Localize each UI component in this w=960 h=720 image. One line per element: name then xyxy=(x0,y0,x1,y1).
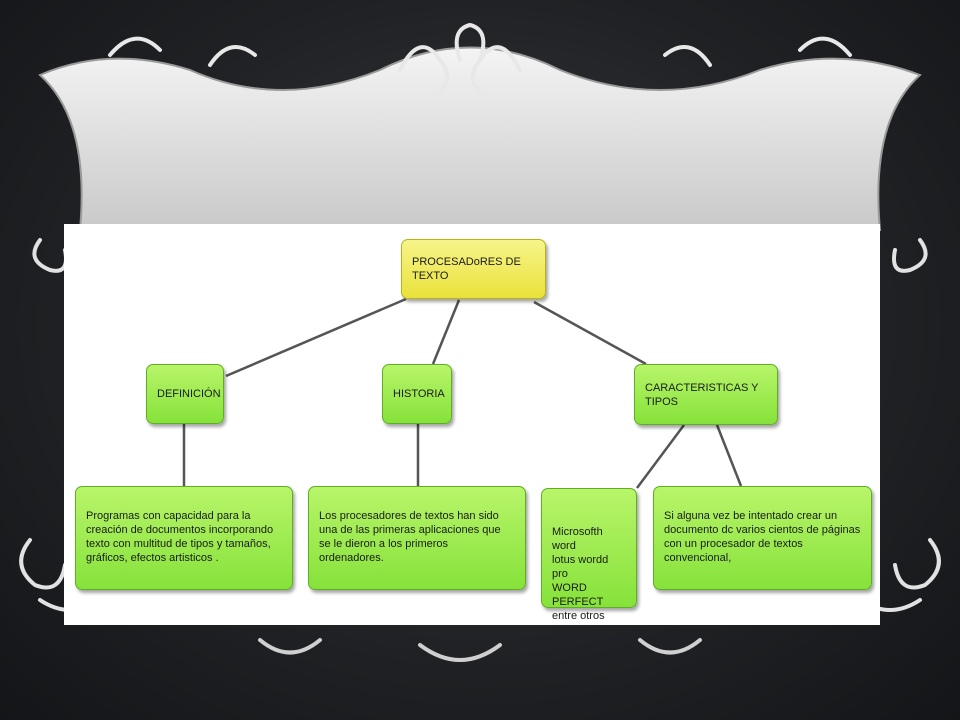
bottom-ornament xyxy=(258,638,702,662)
category-historia: HISTORIA xyxy=(382,364,452,424)
top-ornament xyxy=(108,22,852,92)
detail-definicion: Programas con capacidad para la creación… xyxy=(75,486,293,590)
detail-text: Si alguna vez be intentado crear un docu… xyxy=(664,510,861,564)
category-definicion: DEFINICIÓN xyxy=(146,364,224,424)
connector-caracteristicas-note xyxy=(715,424,743,487)
detail-text: Los procesadores de textos han sido una … xyxy=(319,510,501,564)
connector-root-historia xyxy=(431,299,461,365)
detail-historia: Los procesadores de textos han sido una … xyxy=(308,486,526,590)
detail-text: Programas con capacidad para la creación… xyxy=(86,510,274,564)
connector-root-caracteristicas xyxy=(533,300,647,366)
root-node: PROCESADoRES DE TEXTO xyxy=(401,239,546,299)
detail-text: Microsofth word lotus wordd pro WORD PER… xyxy=(552,526,609,622)
category-caracteristicas: CARACTERISTICAS Y TIPOS xyxy=(634,364,778,425)
category-label: HISTORIA xyxy=(393,388,445,400)
category-label: CARACTERISTICAS Y TIPOS xyxy=(645,381,759,408)
detail-nota: Si alguna vez be intentado crear un docu… xyxy=(653,486,872,590)
detail-tipos: Microsofth word lotus wordd pro WORD PER… xyxy=(541,488,637,622)
root-label: PROCESADoRES DE TEXTO xyxy=(412,256,521,282)
connectors xyxy=(182,297,743,489)
frame-banner xyxy=(38,46,922,231)
connector-root-definicion xyxy=(225,297,407,378)
diagram-canvas: PROCESADoRES DE TEXTO DEFINICIÓN HISTORI… xyxy=(64,224,880,625)
category-label: DEFINICIÓN xyxy=(157,388,221,400)
connector-caracteristicas-tipos xyxy=(635,424,686,489)
